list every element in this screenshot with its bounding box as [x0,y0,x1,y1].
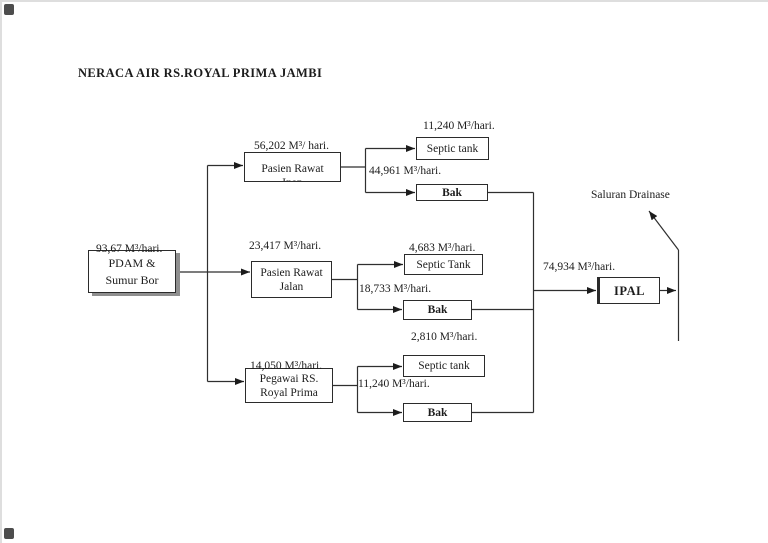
node-inap-line1: Pasien Rawat [261,163,324,175]
node-ipal-label: IPAL [614,283,645,298]
flow-label-jalan-septic: 4,683 M³/hari. [409,242,476,254]
node-pegawai-rs-royal-prima: Pegawai RS. Royal Prima [245,368,333,403]
node-inap-line2-clipped: Inap [282,176,302,181]
node-bak-pegawai: Bak [403,403,472,422]
node-pdam-sumur-bor: PDAM & Sumur Bor [88,250,176,293]
node-septic-inap-label: Septic tank [426,142,479,155]
node-jalan-line1: Pasien Rawat [260,266,323,279]
node-septic-jalan-label: Septic Tank [416,258,471,271]
label-saluran-drainase: Saluran Drainase [591,189,670,201]
node-jalan-line2: Jalan [279,280,304,293]
node-pegawai-line1: Pegawai RS. [259,372,319,385]
flow-label-source: 93,67 M³/hari. [96,243,163,255]
flow-label-jalan-in: 23,417 M³/hari. [249,240,322,252]
diagram-title: NERACA AIR RS.ROYAL PRIMA JAMBI [78,66,323,80]
flow-label-inap-in: 56,202 M³/ hari. [254,140,329,152]
node-septic-pegawai-label: Septic tank [418,360,470,372]
node-ipal: IPAL [597,277,660,304]
scan-blot-bottom-left [4,528,14,539]
node-bak-inap-label: Bak [442,186,462,199]
node-pasien-rawat-inap: Pasien Rawat Inap [244,152,341,182]
node-septic-tank-pegawai: Septic tank [403,355,485,377]
scan-edge-left [0,0,2,543]
node-bak-inap: Bak [416,184,488,201]
node-pegawai-line2: Royal Prima [260,386,318,399]
node-bak-jalan-label: Bak [427,304,448,316]
node-bak-jalan: Bak [403,300,472,320]
flow-label-jalan-bak: 18,733 M³/hari. [359,283,432,295]
node-septic-tank-inap: Septic tank [416,137,489,160]
scan-edge-top [0,0,768,2]
node-bak-pegawai-label: Bak [427,406,448,419]
flow-label-ipal-in: 74,934 M³/hari. [543,261,616,273]
flow-label-pegawai-septic: 2,810 M³/hari. [411,331,478,343]
arrow-to-saluran-drainase [648,210,679,251]
flow-label-inap-bak: 44,961 M³/hari. [369,165,442,177]
flow-label-pegawai-in: 14,050 M³/hari. [250,360,323,372]
node-pdam-line1: PDAM & [108,255,156,270]
flow-label-pegawai-bak: 11,240 M³/hari. [358,378,430,390]
flow-label-inap-septic: 11,240 M³/hari. [423,120,495,132]
node-pasien-rawat-jalan: Pasien Rawat Jalan [251,261,332,298]
node-septic-tank-jalan: Septic Tank [404,254,483,275]
node-pdam-line2: Sumur Bor [105,272,159,287]
scan-blot-top-left [4,4,14,15]
